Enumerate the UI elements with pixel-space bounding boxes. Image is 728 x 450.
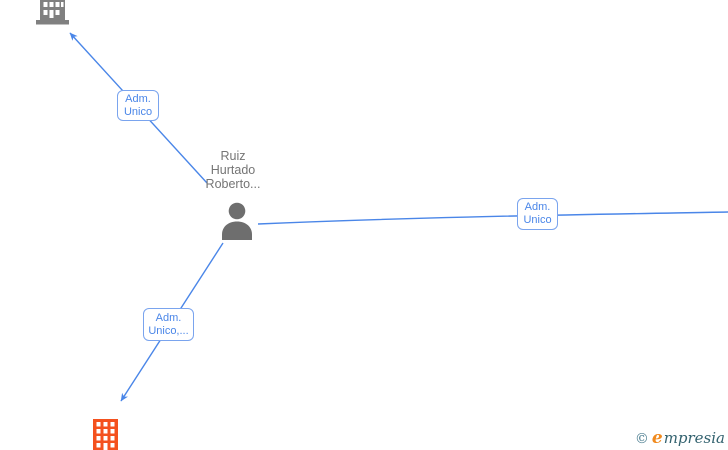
edge-adm-unico-right: [257, 211, 728, 225]
person-name: Ruiz Hurtado Roberto...: [173, 149, 293, 191]
edge-label-line: Unico,...: [148, 324, 189, 337]
person-name-line: Hurtado: [210, 163, 256, 177]
building-orange-icon: [93, 419, 118, 450]
edge-label-line: Adm.: [524, 201, 551, 213]
edge-label-adm-unico-top[interactable]: Adm. Unico: [117, 90, 159, 121]
person-name-line: Ruiz: [220, 149, 246, 163]
edge-label-adm-unico-right[interactable]: Adm. Unico: [517, 198, 558, 230]
node-company-top-left[interactable]: [36, 0, 69, 25]
edge-label-line: Adm.: [125, 92, 151, 105]
node-person[interactable]: [220, 202, 254, 240]
edge-label-line: Adm.: [155, 311, 182, 324]
person-icon: [222, 202, 252, 240]
watermark-empresia: © e mpresia: [635, 428, 725, 448]
building-gray-icon: [36, 0, 69, 25]
node-company-bottom-left[interactable]: [93, 419, 118, 450]
copyright-icon: ©: [634, 431, 649, 447]
person-name-line: Roberto...: [205, 177, 261, 191]
brand-initial: e: [651, 428, 663, 448]
edge-label-line: Unico: [123, 105, 153, 118]
edge-label-adm-unico-bottom[interactable]: Adm. Unico,...: [143, 308, 194, 341]
brand-name: mpresia: [663, 429, 725, 447]
edge-label-line: Unico: [523, 214, 552, 226]
